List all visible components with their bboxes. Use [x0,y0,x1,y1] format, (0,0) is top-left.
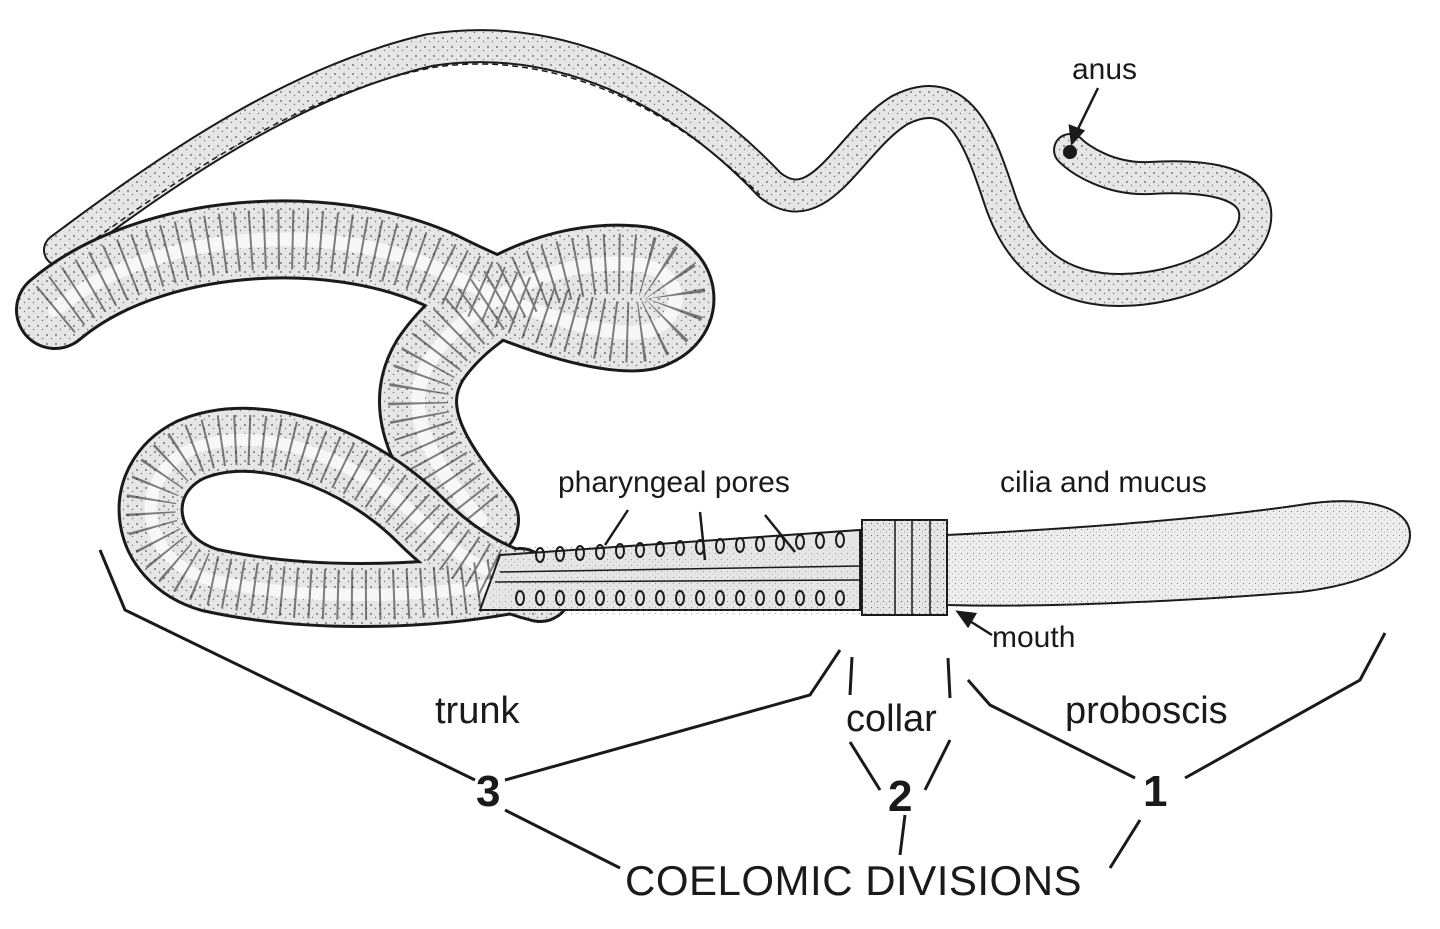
trunk-middle-band [15,199,716,560]
mouth-label: mouth [992,621,1076,654]
pharyngeal-region [478,528,861,615]
collar-region [861,519,948,616]
cilia-mucus-label: cilia and mucus [1000,466,1207,499]
trunk-tail-section [43,29,1273,308]
division-1-number: 1 [1143,767,1168,816]
division-2-number: 2 [888,772,913,821]
proboscis-label: proboscis [1065,690,1228,732]
pointer-lines [603,87,1100,637]
division-brackets [98,549,1387,870]
anus-opening [1063,145,1077,159]
trunk-label: trunk [435,690,520,732]
trunk-lower-loop [117,406,573,628]
division-3-number: 3 [476,767,501,816]
pharyngeal-pores-label: pharyngeal pores [558,466,790,499]
coelomic-divisions-label: COELOMIC DIVISIONS [625,857,1083,904]
proboscis-region [946,500,1412,607]
anus-label: anus [1072,53,1138,86]
collar-label: collar [846,698,937,740]
